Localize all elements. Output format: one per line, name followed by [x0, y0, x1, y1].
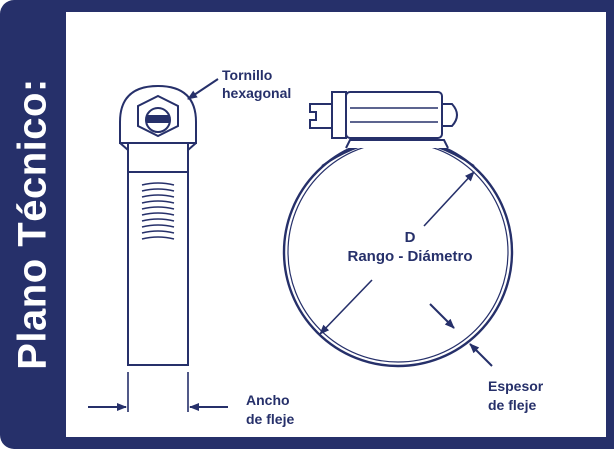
housing-block: [127, 142, 189, 173]
thickness-arrow-inner: [429, 303, 455, 329]
band-perforations: [141, 182, 175, 240]
screw-head-front: [309, 103, 333, 129]
diameter-arrow-upper: [423, 171, 475, 227]
diameter-arrow-lower: [319, 279, 373, 335]
sidebar: Plano Técnico:: [0, 0, 66, 449]
diameter-symbol: D: [405, 229, 416, 246]
screw-label-line1: Tornillo: [222, 67, 272, 83]
thickness-arrow-outer: [469, 343, 493, 367]
band-width-label-line2: de fleje: [246, 411, 294, 427]
screw-collar: [331, 91, 347, 139]
thickness-label-line1: Espesor: [488, 378, 544, 394]
band-side: [127, 142, 189, 366]
screw-slot: [146, 115, 170, 123]
diameter-range-label: Rango - Diámetro: [347, 248, 472, 265]
screw-tip: [441, 103, 458, 127]
screw-label-line2: hexagonal: [222, 85, 291, 101]
front-view: [282, 91, 514, 368]
thickness-label-line2: de fleje: [488, 397, 536, 413]
housing-body: [345, 91, 443, 139]
screw-leader-arrow: [187, 78, 219, 100]
band-width-label-line1: Ancho: [246, 392, 290, 408]
side-view: [119, 84, 197, 412]
